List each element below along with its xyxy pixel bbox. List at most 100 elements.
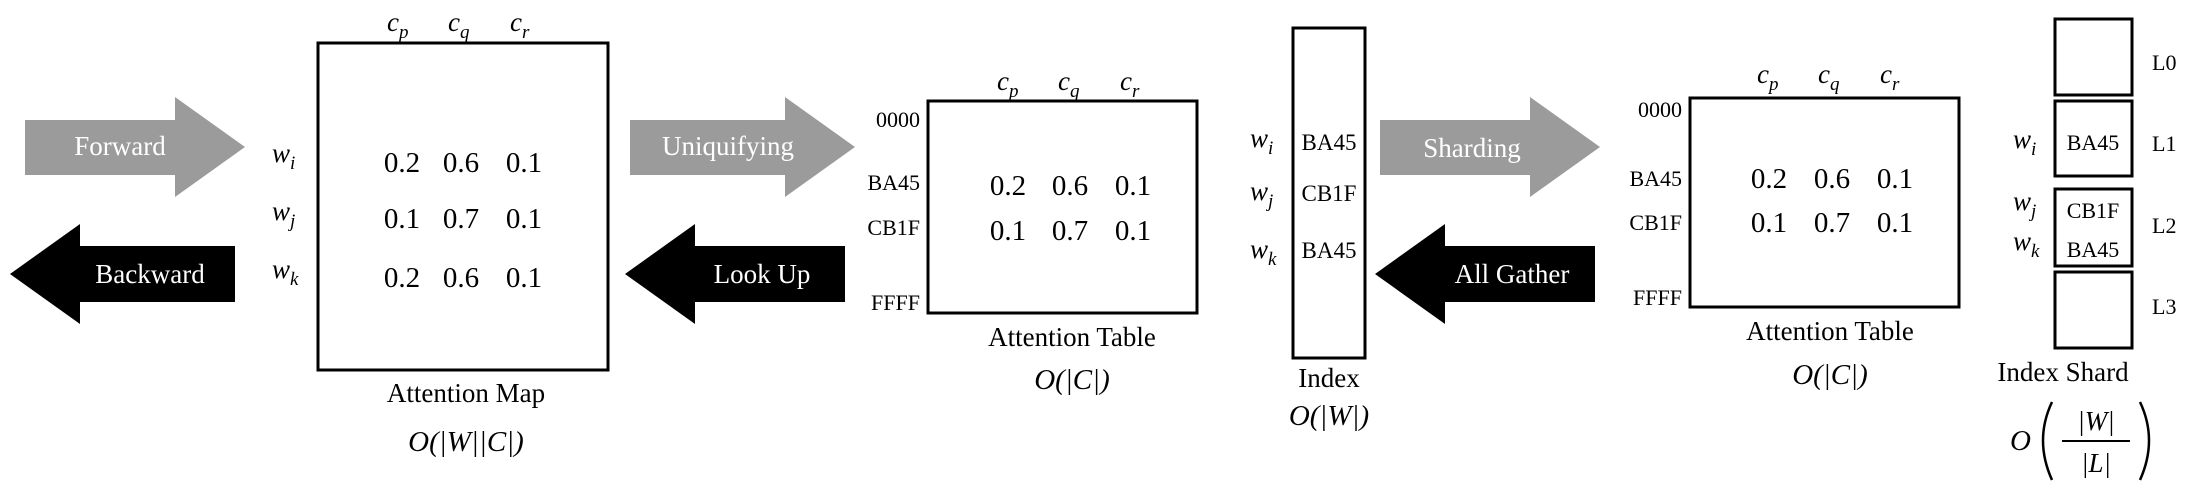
shard-value: BA45 <box>2067 130 2120 155</box>
left-paren <box>2041 401 2054 481</box>
col-header: cr <box>510 7 530 43</box>
col-header: cr <box>1880 59 1900 95</box>
attention-map-values: 0.2 0.6 0.1 0.1 0.7 0.1 0.2 0.6 0.1 <box>384 147 542 294</box>
attention-table-2-keys: 0000 BA45 CB1F FFFF <box>1629 97 1682 310</box>
fraction-denominator: |L| <box>2081 448 2111 478</box>
row-label: wk <box>2013 226 2040 262</box>
col-header: cp <box>997 66 1018 102</box>
attention-table-1: cp cq cr 0000 BA45 CB1F FFFF 0.2 0.6 0.1… <box>867 66 1199 396</box>
shard-row-labels: wi wj wk <box>2013 124 2040 262</box>
cell-value: 0.6 <box>443 262 479 294</box>
cell-value: 0.1 <box>506 147 542 179</box>
shard-l1-box <box>2053 99 2134 178</box>
attention-map-column-headers: cp cq cr <box>387 7 530 43</box>
col-header: cr <box>1120 66 1140 102</box>
cell-value: 0.2 <box>384 147 420 179</box>
shard-label: L2 <box>2152 213 2176 238</box>
attention-table-2: cp cq cr 0000 BA45 CB1F FFFF 0.2 0.6 0.1… <box>1629 59 1961 391</box>
attention-map-complexity: O(|W||C|) <box>408 426 524 458</box>
uniquifying-label: Uniquifying <box>662 131 794 161</box>
cell-value: 0.7 <box>1814 207 1850 239</box>
look-up-label: Look Up <box>714 259 811 289</box>
backward-label: Backward <box>95 259 205 289</box>
key-label: BA45 <box>867 170 920 195</box>
key-label: 0000 <box>876 107 920 132</box>
index-box <box>1291 26 1367 360</box>
attention-table-1-keys: 0000 BA45 CB1F FFFF <box>867 107 920 315</box>
all-gather-label: All Gather <box>1455 259 1570 289</box>
cell-value: 0.1 <box>990 215 1026 247</box>
col-header: cp <box>1757 59 1778 95</box>
index-value: BA45 <box>1302 238 1357 263</box>
col-header: cp <box>387 7 408 43</box>
shard-value: CB1F <box>2067 198 2120 223</box>
shard-value: BA45 <box>2067 237 2120 262</box>
index-value: BA45 <box>1302 130 1357 155</box>
attention-map: cp cq cr wi wj wk 0.2 0.6 0.1 0.1 0.7 0.… <box>272 7 610 458</box>
col-header: cq <box>1058 66 1080 102</box>
shard-label: L3 <box>2152 294 2176 319</box>
sharding-arrow: Sharding <box>1380 97 1600 197</box>
shard-labels: L0 L1 L2 L3 <box>2152 50 2176 319</box>
shard-values: BA45 CB1F BA45 <box>2067 130 2120 262</box>
shard-label: L1 <box>2152 131 2176 156</box>
cell-value: 0.1 <box>1115 215 1151 247</box>
index-shard-complexity: O |W| |L| <box>2010 401 2151 481</box>
shard-label: L0 <box>2152 50 2176 75</box>
shard-l0-box <box>2053 17 2134 97</box>
cell-value: 0.2 <box>384 262 420 294</box>
sharding-label: Sharding <box>1423 133 1521 163</box>
uniquifying-arrow: Uniquifying <box>630 97 855 197</box>
row-label: wj <box>272 196 295 232</box>
attention-table-1-box <box>926 99 1199 315</box>
attention-table-2-complexity: O(|C|) <box>1792 359 1868 391</box>
cell-value: 0.1 <box>506 262 542 294</box>
fraction-numerator: |W| <box>2077 406 2114 436</box>
shard-l3-box <box>2053 270 2134 350</box>
forward-label: Forward <box>74 131 166 161</box>
cell-value: 0.1 <box>1115 170 1151 202</box>
index-complexity: O(|W|) <box>1289 400 1369 432</box>
cell-value: 0.1 <box>1751 207 1787 239</box>
index-value: CB1F <box>1302 181 1357 206</box>
cell-value: 0.1 <box>1877 163 1913 195</box>
key-label: BA45 <box>1629 166 1682 191</box>
attention-map-row-labels: wi wj wk <box>272 138 299 290</box>
cell-value: 0.7 <box>1052 215 1088 247</box>
cell-value: 0.7 <box>443 203 479 235</box>
attention-map-caption: Attention Map <box>387 378 545 408</box>
cell-value: 0.6 <box>443 147 479 179</box>
cell-value: 0.6 <box>1814 163 1850 195</box>
attention-map-box <box>316 41 610 372</box>
attention-table-1-column-headers: cp cq cr <box>997 66 1140 102</box>
attention-table-2-box <box>1688 96 1961 309</box>
attention-table-2-caption: Attention Table <box>1746 316 1914 346</box>
col-header: cq <box>448 7 470 43</box>
row-label: wj <box>2013 186 2036 222</box>
attention-table-2-column-headers: cp cq cr <box>1757 59 1900 95</box>
cell-value: 0.2 <box>1751 163 1787 195</box>
key-label: FFFF <box>1633 285 1682 310</box>
attention-table-1-complexity: O(|C|) <box>1034 364 1110 396</box>
col-header: cq <box>1818 59 1840 95</box>
row-label: wi <box>2013 124 2036 160</box>
attention-table-2-values: 0.2 0.6 0.1 0.1 0.7 0.1 <box>1751 163 1913 239</box>
complexity-lead: O <box>2010 425 2031 457</box>
attention-table-1-caption: Attention Table <box>988 322 1156 352</box>
row-label: wk <box>1250 234 1277 270</box>
index-values: BA45 CB1F BA45 <box>1302 130 1357 263</box>
backward-arrow: Backward <box>10 224 235 324</box>
attention-table-1-values: 0.2 0.6 0.1 0.1 0.7 0.1 <box>990 170 1151 247</box>
cell-value: 0.1 <box>384 203 420 235</box>
row-label: wi <box>272 138 295 174</box>
row-label: wi <box>1250 123 1273 159</box>
forward-arrow: Forward <box>25 97 245 197</box>
row-label: wj <box>1250 176 1273 212</box>
cell-value: 0.6 <box>1052 170 1088 202</box>
right-paren <box>2138 401 2151 481</box>
index-shard: L0 L1 L2 L3 wi wj wk BA45 CB1F BA45 Inde… <box>1997 17 2176 481</box>
index-shard-caption: Index Shard <box>1997 357 2129 387</box>
cell-value: 0.1 <box>1877 207 1913 239</box>
